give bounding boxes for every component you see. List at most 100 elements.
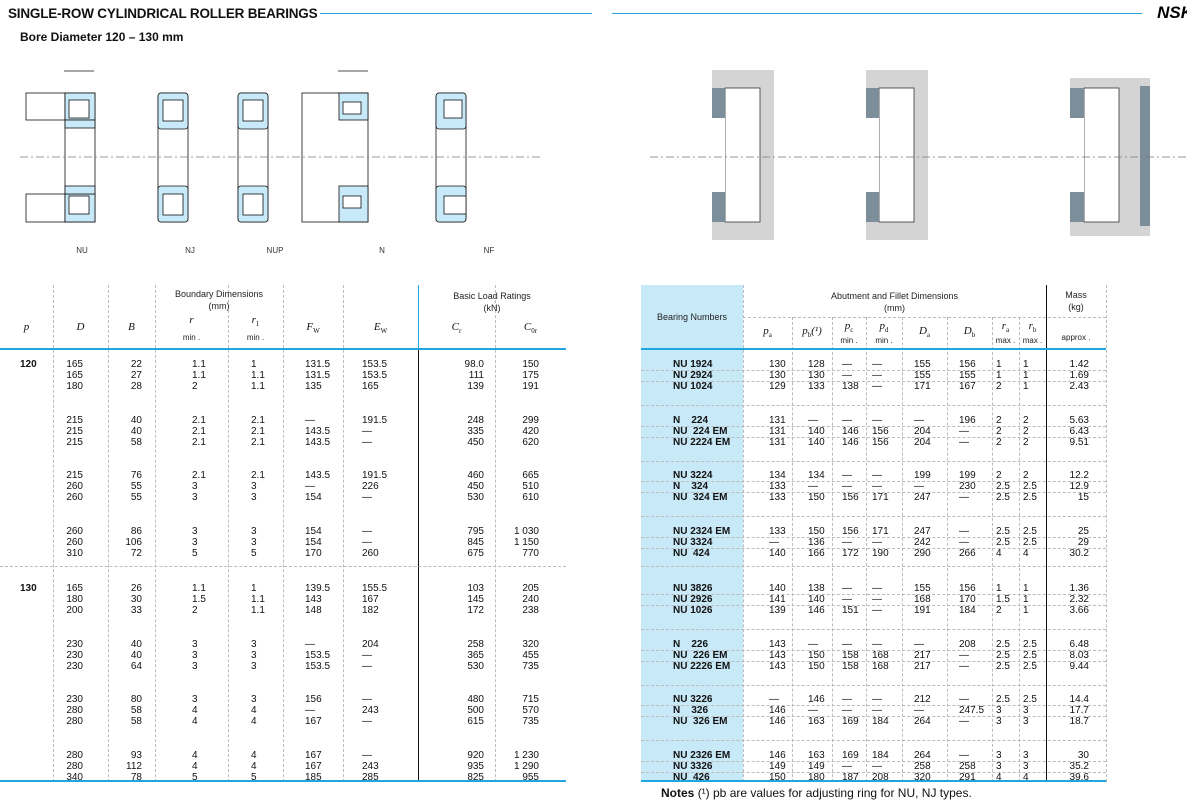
row-divider	[641, 537, 1106, 539]
table-cell: 217	[914, 660, 931, 672]
table-cell: 500	[467, 705, 484, 717]
table-cell: 180	[808, 772, 825, 784]
table-cell: 4	[251, 705, 257, 717]
table-cell: 40	[130, 425, 142, 437]
table-cell: 166	[808, 548, 825, 560]
bearing-number: NU 226 EM	[673, 649, 728, 661]
table-cell: 40	[130, 649, 142, 661]
table-cell: 196	[959, 414, 976, 426]
row-divider	[641, 772, 1106, 774]
table-cell: 35.2	[1069, 761, 1089, 773]
table-cell: 33	[130, 605, 142, 616]
column-divider	[743, 285, 744, 782]
table-cell: 131.5	[305, 370, 331, 381]
table-cell: 230	[66, 638, 83, 650]
table-cell: 247	[914, 526, 931, 538]
table-cell: 5.63	[1069, 414, 1089, 426]
table-cell: 1	[1023, 605, 1029, 616]
table-cell: —	[872, 583, 882, 594]
column-divider	[1106, 285, 1107, 782]
table-cell: 172	[467, 605, 484, 616]
table-cell: —	[959, 660, 969, 672]
table-cell: 3	[192, 492, 198, 504]
diagram-label: NUP	[266, 246, 284, 255]
diagram-label: NU	[76, 246, 88, 255]
table-cell: —	[842, 583, 852, 594]
column-header: FW	[283, 321, 343, 335]
column-header: Da	[902, 325, 947, 339]
table-cell: 168	[872, 660, 889, 672]
table-cell: 155	[914, 359, 931, 370]
table-cell: 735	[522, 660, 539, 672]
table-cell: 27	[130, 370, 142, 381]
abutment-unit: (mm)	[884, 303, 905, 313]
table-cell: 1	[996, 370, 1002, 381]
table-cell: 171	[914, 381, 931, 392]
table-cell: 6.48	[1069, 638, 1089, 650]
table-cell: 208	[872, 772, 889, 784]
load-ratings-label: Basic Load Ratings	[453, 291, 531, 301]
table-cell: 1	[996, 583, 1002, 594]
table-cell: 140	[808, 594, 825, 605]
header-symbol: C	[451, 321, 459, 333]
table-cell: 620	[522, 436, 539, 448]
notes-label: Notes	[661, 786, 695, 800]
table-cell: 1	[1023, 381, 1029, 392]
table-cell: —	[305, 414, 315, 426]
column-header: pc	[832, 320, 866, 334]
section-divider	[418, 349, 419, 782]
table-cell: 217	[914, 649, 931, 661]
table-cell: 4	[192, 761, 198, 773]
bearing-number: NU 2326 EM	[673, 750, 731, 762]
table-cell: 143	[769, 638, 786, 650]
table-cell: 1.1	[251, 381, 265, 392]
table-cell: 151	[842, 605, 859, 616]
table-cell: 530	[467, 660, 484, 672]
table-cell: 795	[467, 526, 484, 538]
table-cell: —	[959, 649, 969, 661]
table-cell: 165	[66, 359, 83, 370]
header-subscript: b	[807, 331, 812, 340]
table-cell: —	[959, 716, 969, 728]
header-subscript: b	[971, 331, 976, 340]
column-divider	[866, 317, 867, 782]
table-cell: —	[872, 638, 882, 650]
table-cell: 3	[251, 638, 257, 650]
table-cell: —	[959, 537, 969, 549]
table-cell: 2.1	[251, 414, 265, 426]
table-cell: 191	[914, 605, 931, 616]
table-cell: 258	[914, 761, 931, 773]
table-cell: 1.1	[192, 583, 206, 594]
table-cell: 12.2	[1069, 470, 1089, 482]
table-cell: 131.5	[305, 359, 331, 370]
bore-diameter: 130	[20, 583, 37, 594]
bearing-number: NU 2924	[673, 370, 713, 381]
table-cell: 238	[522, 605, 539, 616]
table-cell: 4	[251, 761, 257, 773]
bearing-number: NU 3326	[673, 761, 713, 773]
table-cell: 1	[1023, 359, 1029, 370]
table-cell: 2.5	[1023, 481, 1037, 493]
table-cell: —	[305, 705, 315, 717]
table-cell: 158	[842, 649, 859, 661]
table-cell: 230	[66, 694, 83, 706]
row-divider	[641, 548, 1106, 550]
table-cell: —	[959, 750, 969, 762]
header-symbol: p	[844, 320, 851, 332]
table-cell: 247	[914, 492, 931, 504]
bearing-numbers-header: Bearing Numbers	[656, 312, 728, 322]
bearing-number: NU 3324	[673, 537, 713, 549]
table-cell: 93	[130, 750, 142, 762]
mass-note: approx .	[1061, 333, 1091, 342]
table-cell: 1.36	[1069, 583, 1089, 594]
table-cell: 103	[467, 583, 484, 594]
bearing-number: NU 3224	[673, 470, 713, 482]
table-cell: 154	[305, 537, 322, 549]
table-cell: 131	[769, 425, 786, 437]
table-cell: 130	[808, 370, 825, 381]
column-divider	[992, 317, 993, 782]
table-cell: 264	[914, 716, 931, 728]
table-cell: 212	[914, 694, 931, 706]
table-cell: 2	[192, 381, 198, 392]
table-cell: 80	[130, 694, 142, 706]
